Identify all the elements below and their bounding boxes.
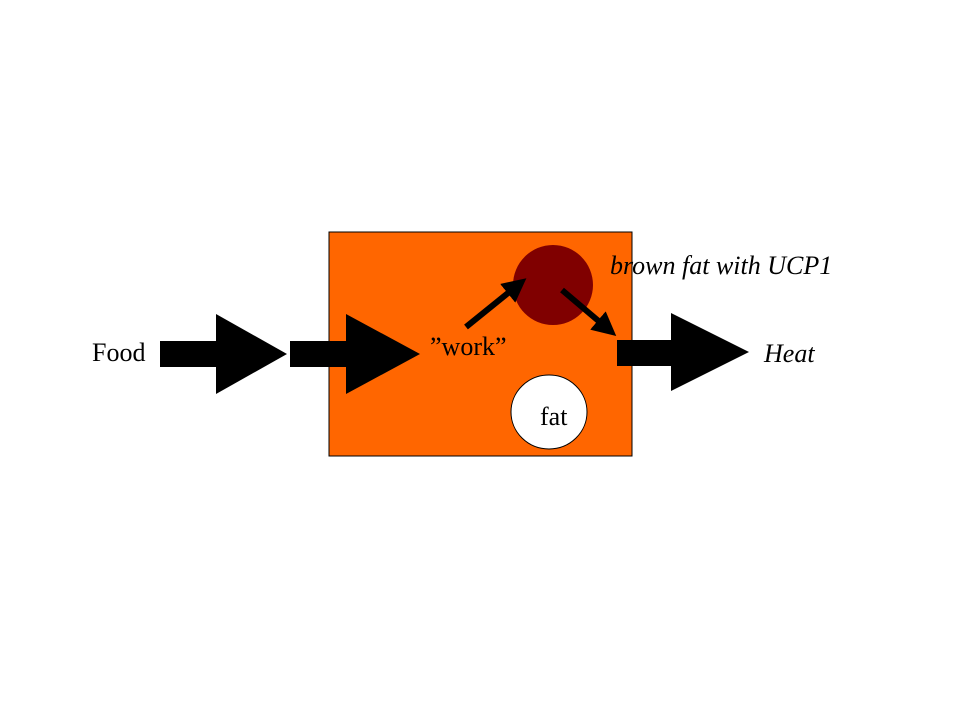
brown-fat-circle bbox=[513, 245, 593, 325]
fat-label: fat bbox=[540, 402, 568, 431]
brown-fat-label: brown fat with UCP1 bbox=[610, 251, 833, 280]
brown-fat-to-heat-arrow bbox=[560, 287, 617, 336]
heat-label: Heat bbox=[764, 339, 815, 368]
heat-arrow bbox=[617, 313, 749, 391]
food-label: Food bbox=[92, 338, 146, 367]
work-to-brown-fat-arrow bbox=[464, 278, 527, 330]
food-arrow bbox=[160, 314, 287, 394]
fat-circle bbox=[510, 374, 588, 450]
work-label: ”work” bbox=[430, 332, 507, 361]
cell-input-arrow bbox=[290, 314, 420, 394]
